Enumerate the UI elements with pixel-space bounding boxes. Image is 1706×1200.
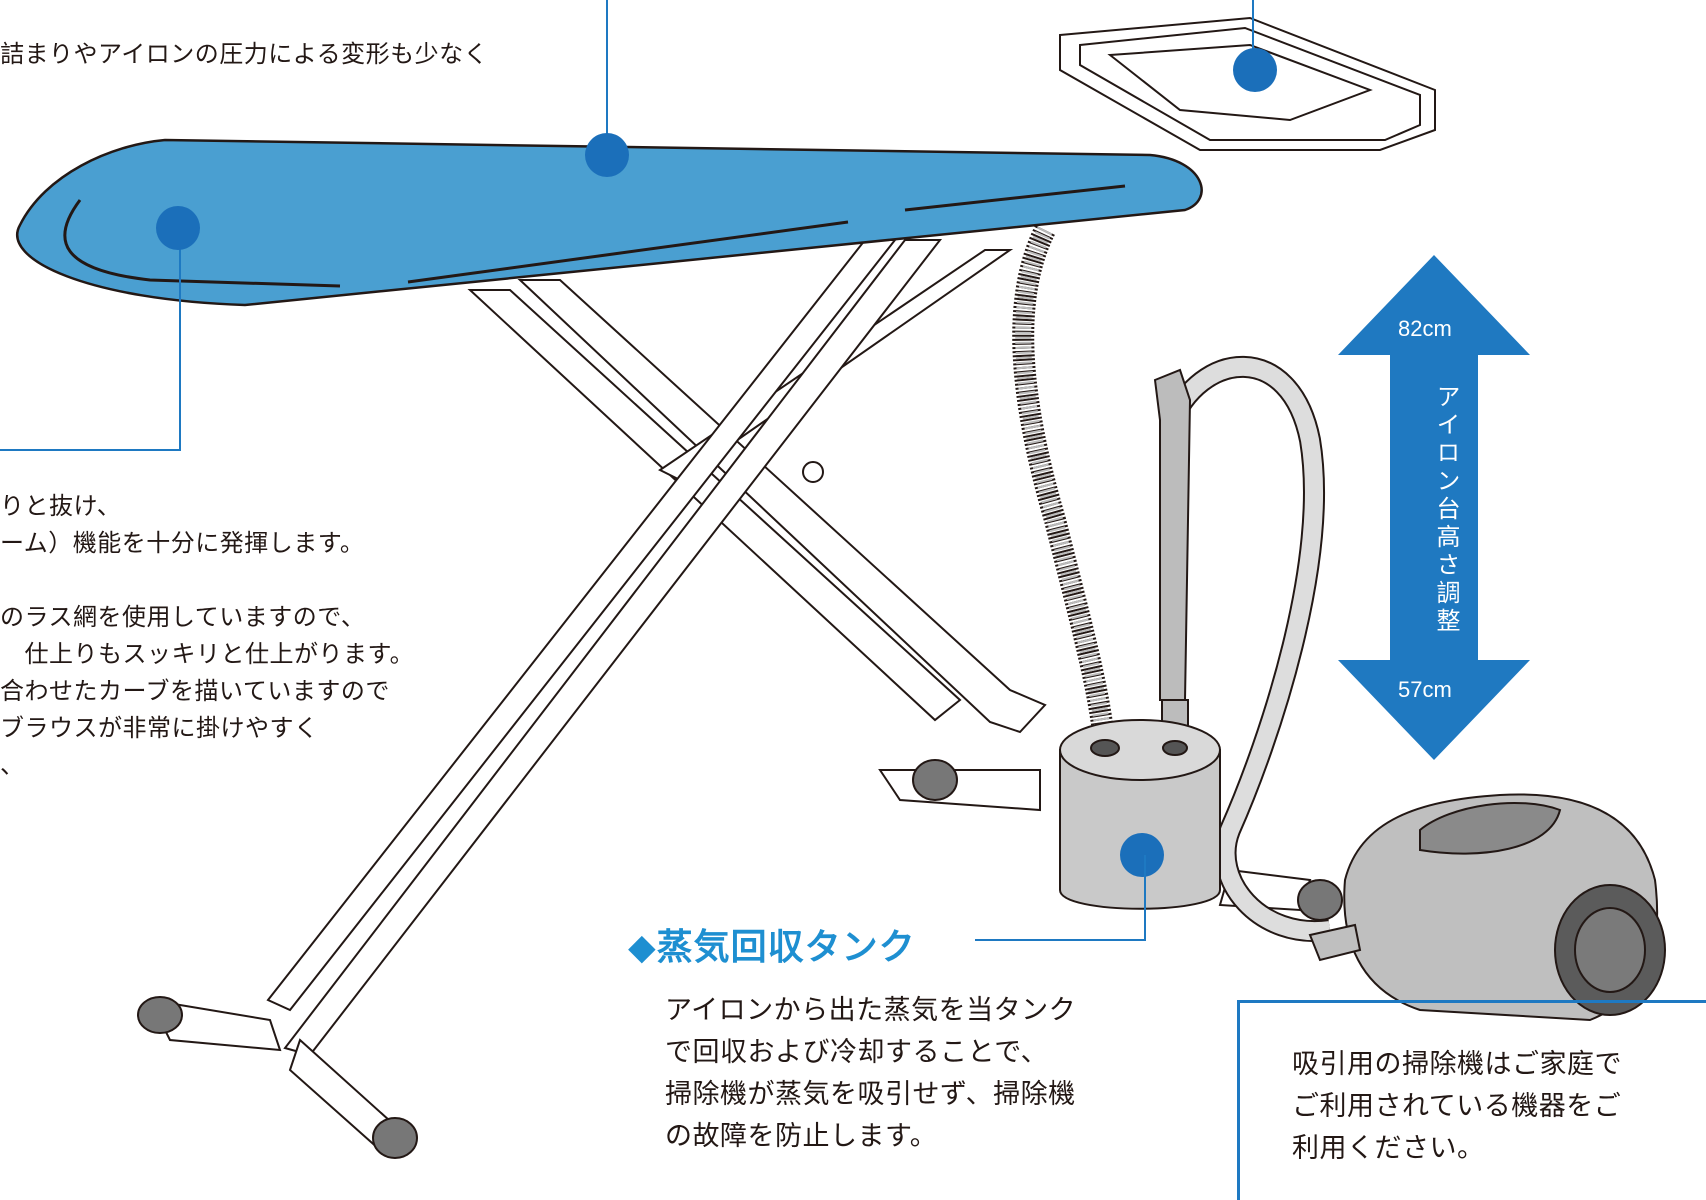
- height-arrow: [1338, 255, 1530, 760]
- left-line: ーム）機能を十分に発揮します。: [0, 529, 365, 557]
- left-line: [0, 562, 414, 599]
- note-line: 利用ください。: [1292, 1133, 1485, 1164]
- left-line: ブラウスが非常に掛けやすく: [0, 714, 319, 742]
- left-line: 合わせたカーブを描いていますので: [0, 677, 390, 705]
- rubber-feet: [137, 759, 1343, 1159]
- tank-desc-line: で回収および冷却することで、: [665, 1037, 1049, 1068]
- vacuum-note-text: 吸引用の掃除機はご家庭で ご利用されている機器をご 利用ください。: [1292, 1044, 1622, 1170]
- vacuum-note-box: [1237, 1000, 1706, 1200]
- left-line: 、: [0, 751, 25, 779]
- steam-tank-title: ◆蒸気回収タンク: [628, 927, 916, 968]
- height-adjust-label: アイロン台高さ調整: [1432, 384, 1460, 636]
- height-max-label: 82cm: [1398, 316, 1452, 341]
- vacuum-cleaner: [1308, 793, 1666, 1022]
- tank-desc-line: の故障を防止します。: [665, 1121, 938, 1152]
- board-top: [16, 138, 1203, 307]
- left-line: のラス網を使用していますので、: [0, 603, 366, 631]
- steam-tank-description: アイロンから出た蒸気を当タンク で回収および冷却することで、 掃除機が蒸気を吸引…: [665, 990, 1076, 1158]
- board-legs: [148, 239, 1312, 1152]
- steam-hose: [1012, 225, 1116, 751]
- left-line: りと抜け、: [0, 492, 122, 520]
- callout-dots: [156, 48, 1277, 250]
- height-min-label: 57cm: [1398, 677, 1452, 702]
- vacuum-tube: [1153, 355, 1332, 943]
- board-description-top: 詰まりやアイロンの圧力による変形も少なく: [0, 40, 489, 68]
- steam-tank: [1059, 719, 1221, 910]
- note-line: 吸引用の掃除機はご家庭で: [1292, 1049, 1622, 1080]
- tank-desc-line: アイロンから出た蒸気を当タンク: [665, 995, 1077, 1026]
- board-description-left: りと抜け、 ーム）機能を十分に発揮します。 のラス網を使用していますので、 仕上…: [0, 488, 414, 784]
- tank-desc-line: 掃除機が蒸気を吸引せず、掃除機: [665, 1079, 1076, 1110]
- left-line: 仕上りもスッキリと仕上がります。: [0, 640, 415, 668]
- note-line: ご利用されている機器をご: [1292, 1091, 1622, 1122]
